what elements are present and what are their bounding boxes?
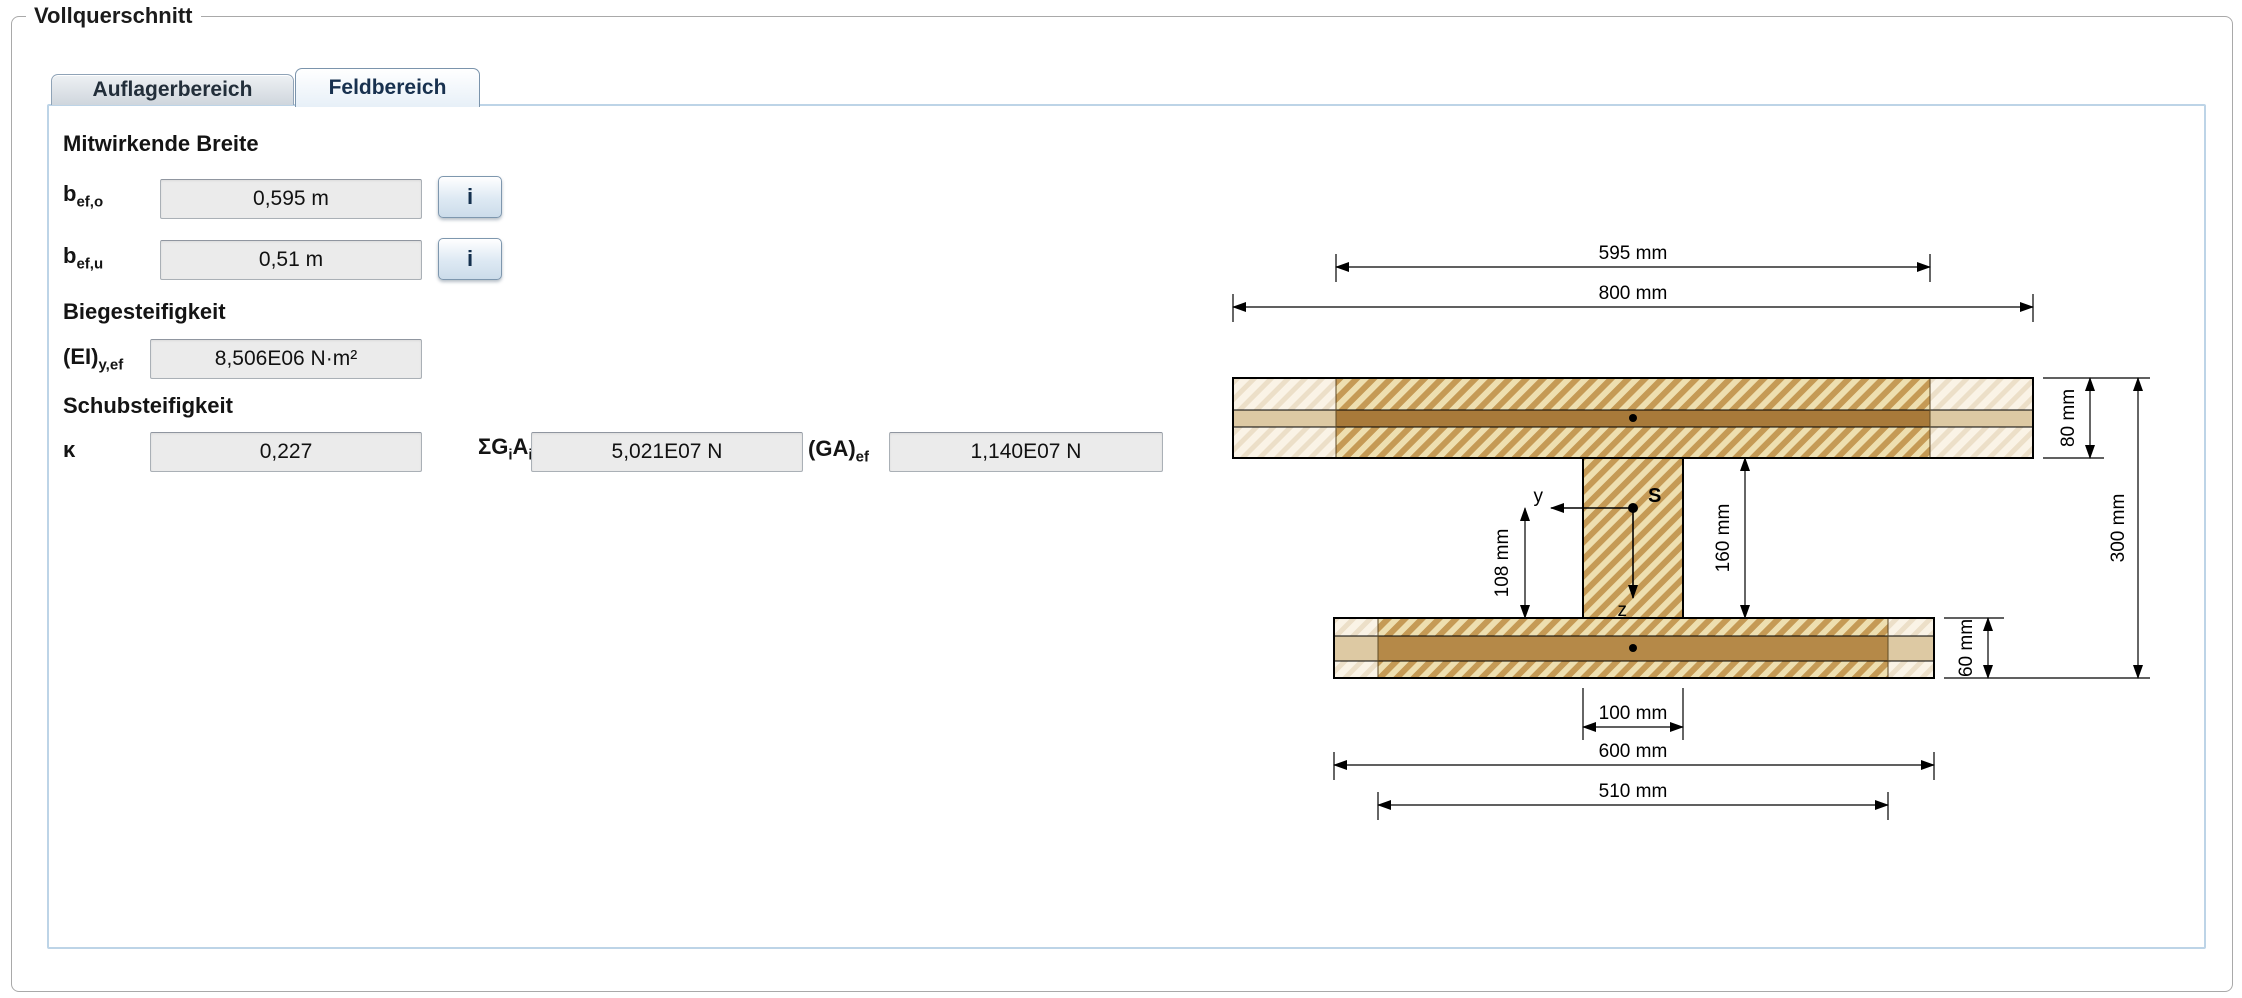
dim-top-flange-width: 800 mm — [1599, 283, 1668, 304]
label-sum-s1: i — [508, 446, 513, 464]
dim-web-width: 100 mm — [1599, 703, 1668, 724]
tab-feldbereich[interactable]: Feldbereich — [295, 68, 480, 107]
label-kappa: κ — [63, 437, 76, 462]
dim-top-effective-width: 595 mm — [1599, 243, 1668, 264]
label-sum-gi-ai: ΣGiAi — [478, 434, 533, 463]
label-bef-u-base: b — [63, 243, 77, 268]
label-bef-u: bef,u — [63, 243, 103, 272]
label-ei-base: (EI) — [63, 344, 99, 369]
label-sum-p2: A — [512, 434, 529, 459]
top-flange-centroid-dot — [1629, 414, 1637, 422]
label-sum-p1: ΣG — [478, 434, 509, 459]
kappa-field[interactable]: 0,227 — [150, 432, 422, 472]
bef-u-info-button[interactable]: i — [438, 238, 502, 280]
tab-auflagerbereich[interactable]: Auflagerbereich — [51, 74, 294, 105]
heading-biegesteifigkeit: Biegesteifigkeit — [63, 299, 226, 324]
label-ei-sub: y,ef — [98, 356, 124, 374]
axis-y-label: y — [1534, 486, 1544, 507]
bef-o-info-button[interactable]: i — [438, 176, 502, 218]
heading-schubsteifigkeit: Schubsteifigkeit — [63, 393, 233, 418]
top-flange-shape — [1232, 377, 2034, 459]
heading-mitwirkende-breite: Mitwirkende Breite — [63, 131, 259, 156]
label-ei-y-ef: (EI)y,ef — [63, 344, 123, 373]
dim-web-height: 160 mm — [1713, 504, 1734, 573]
dim-top-flange-height: 80 mm — [2058, 389, 2079, 447]
bef-o-field[interactable]: 0,595 m — [160, 179, 422, 219]
axis-z-label: z — [1618, 600, 1628, 621]
label-bef-o: bef,o — [63, 181, 103, 210]
label-ga-ef: (GA)ef — [808, 436, 869, 465]
label-bef-u-sub: ef,u — [76, 255, 104, 273]
dim-bottom-flange-height: 60 mm — [1956, 619, 1977, 677]
ei-y-ef-field[interactable]: 8,506E06 N·m² — [150, 339, 422, 379]
label-bef-o-sub: ef,o — [76, 193, 104, 211]
centroid-label: S — [1648, 485, 1661, 507]
label-sum-s2: i — [528, 446, 532, 463]
dimension-lines — [1232, 254, 2150, 820]
label-ga-sub: ef — [855, 448, 869, 466]
dim-bottom-effective-width: 510 mm — [1599, 781, 1668, 802]
dim-total-height: 300 mm — [2108, 494, 2129, 563]
label-bef-o-base: b — [63, 181, 77, 206]
groupbox-title: Vollquerschnitt — [26, 3, 201, 29]
bef-u-field[interactable]: 0,51 m — [160, 240, 422, 280]
dim-centroid-offset: 108 mm — [1492, 529, 1513, 598]
sum-gi-ai-field[interactable]: 5,021E07 N — [531, 432, 803, 472]
ga-ef-field[interactable]: 1,140E07 N — [889, 432, 1163, 472]
label-ga-base: (GA) — [808, 436, 856, 461]
centroid-axes — [1550, 503, 1638, 599]
dim-bottom-flange-width: 600 mm — [1599, 741, 1668, 762]
bottom-flange-centroid-dot — [1629, 644, 1637, 652]
